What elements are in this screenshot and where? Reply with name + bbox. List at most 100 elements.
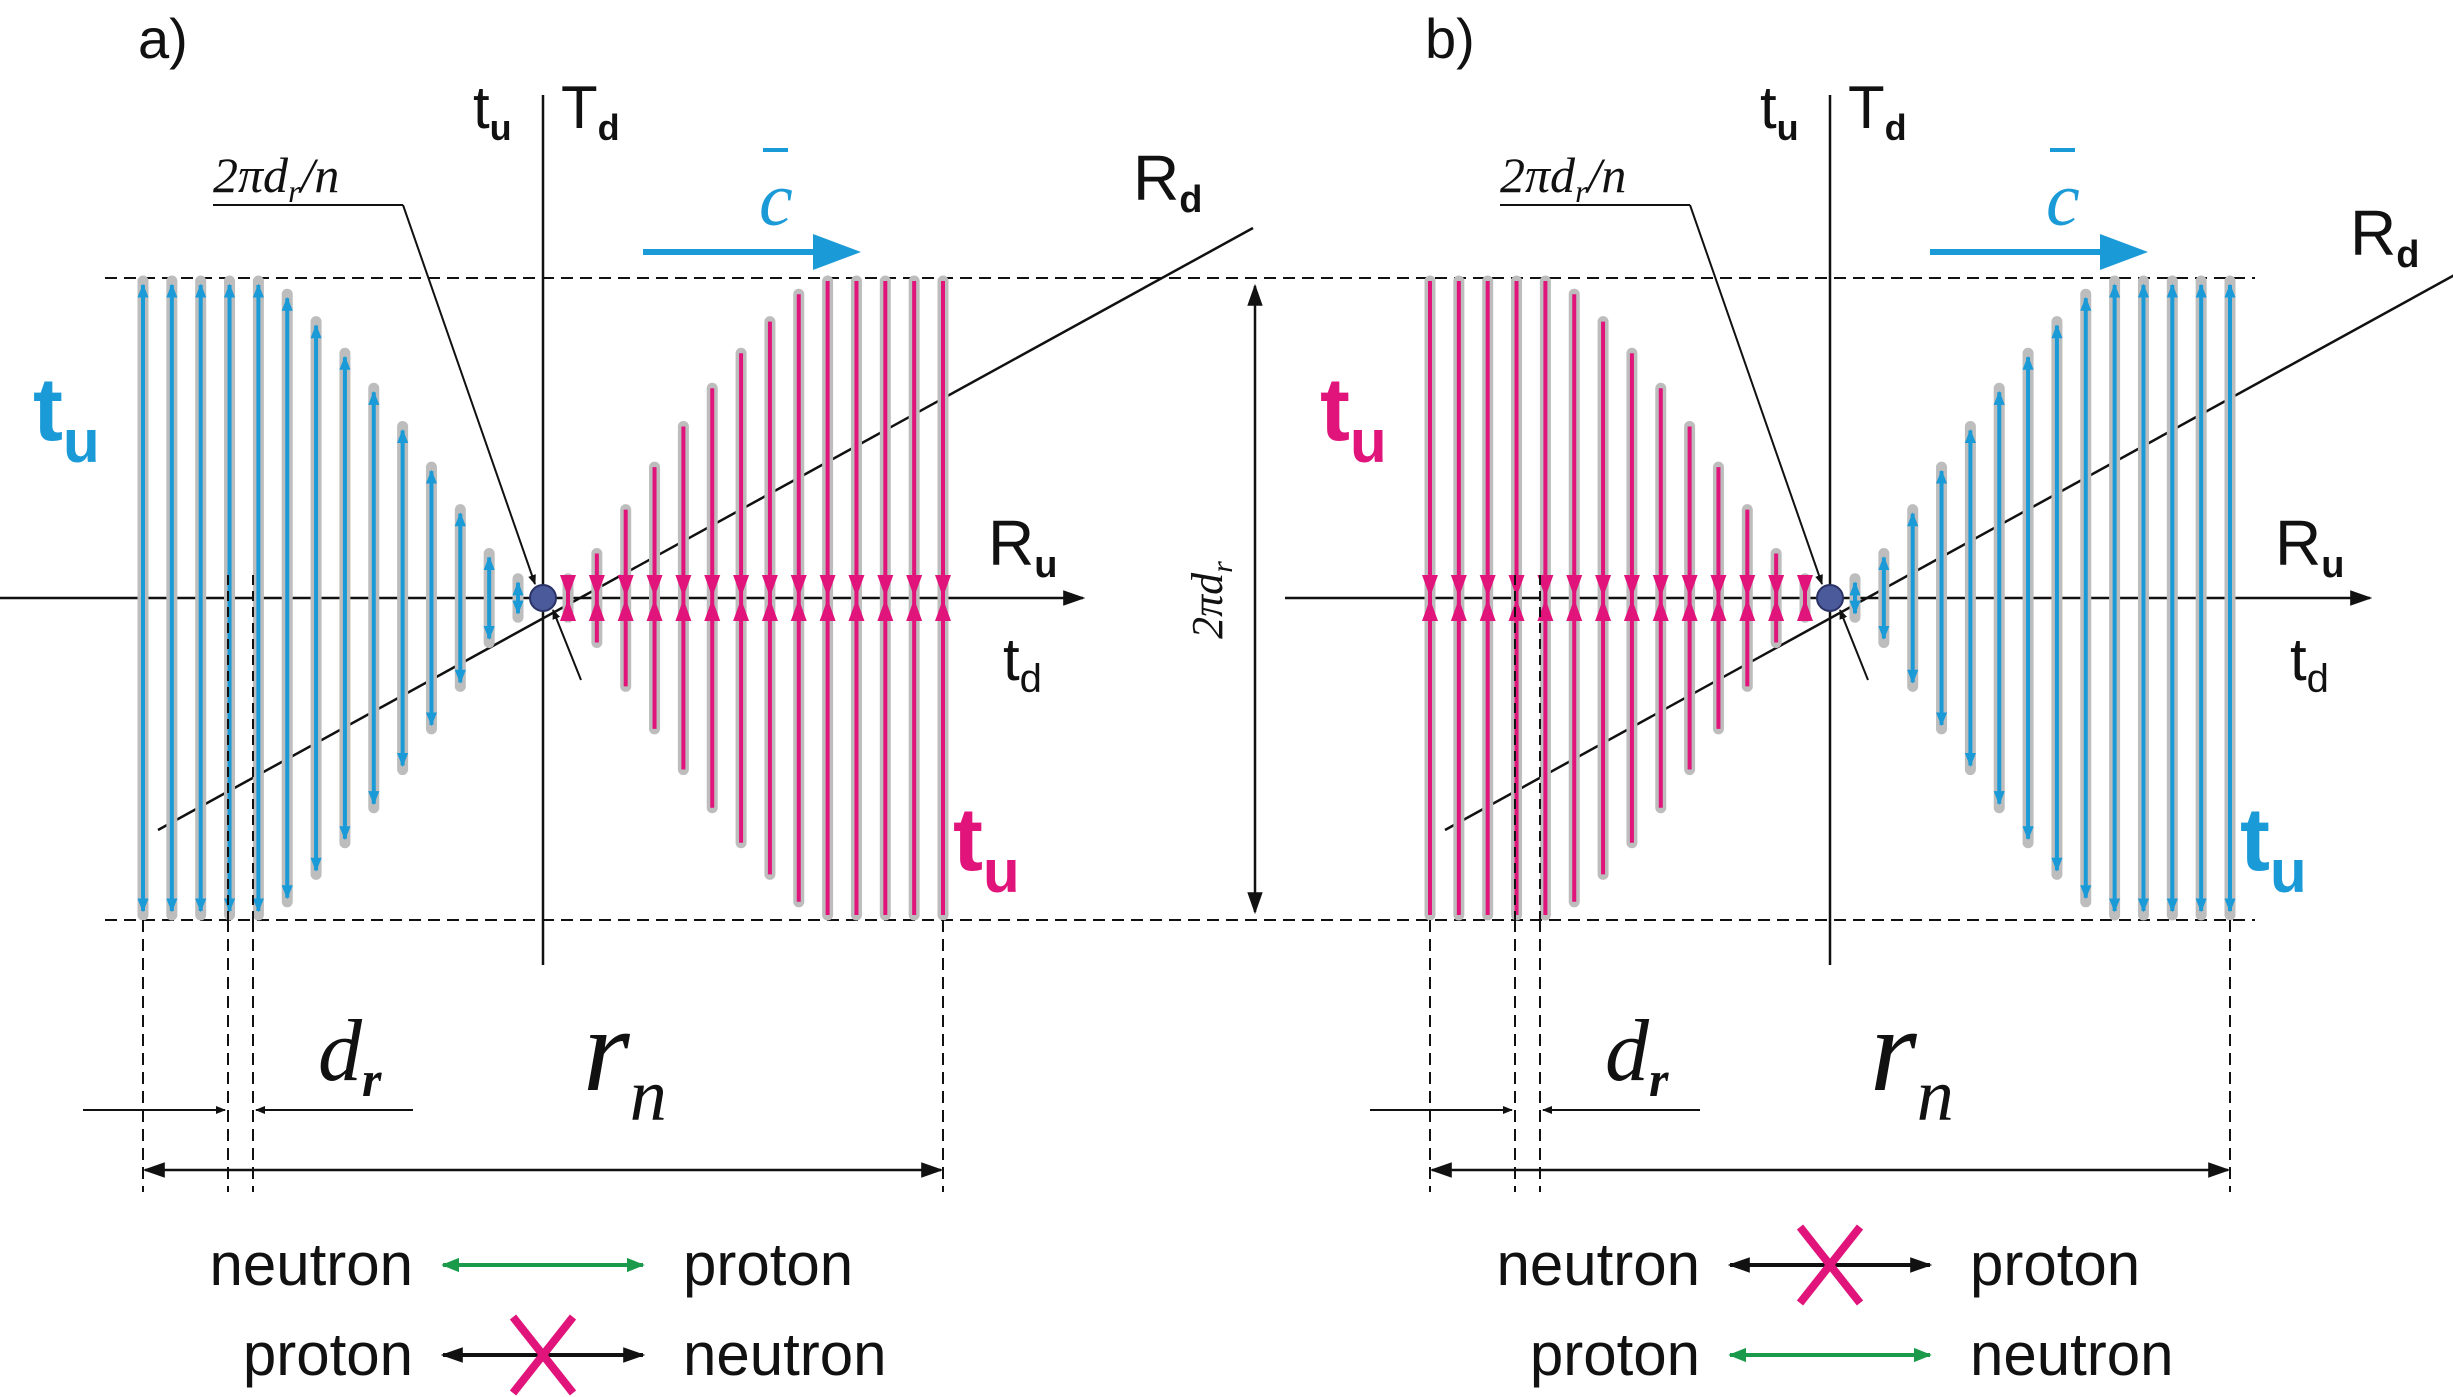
field-line-tip bbox=[588, 575, 605, 597]
field-line-tip bbox=[1422, 575, 1438, 597]
label-sub: u bbox=[490, 107, 512, 148]
diagonal-rd-line bbox=[157, 226, 1254, 832]
label-sub: u bbox=[983, 838, 1020, 905]
field-line-tip bbox=[1681, 599, 1698, 621]
legend-cross-mark bbox=[1796, 1224, 1864, 1306]
right-region-label: tu bbox=[2240, 790, 2307, 905]
panel-label: a) bbox=[138, 7, 188, 70]
legend-left-text: neutron bbox=[1497, 1231, 1701, 1298]
label-sub: n bbox=[1917, 1055, 1954, 1137]
field-line-tip bbox=[935, 575, 951, 597]
callout-label: 2πdr/n bbox=[213, 147, 339, 209]
field-line-tip bbox=[1537, 575, 1554, 597]
field-line-tip bbox=[848, 575, 865, 597]
lower-leader bbox=[552, 609, 582, 681]
velocity-arrow-head bbox=[2100, 234, 2148, 270]
field-line-tip bbox=[646, 599, 663, 621]
label-main: R bbox=[1133, 142, 1179, 214]
field-line-tip bbox=[1710, 599, 1727, 621]
left-region-label: tu bbox=[33, 360, 100, 475]
field-line-tip bbox=[617, 599, 634, 621]
field-line-tip bbox=[1739, 599, 1756, 621]
field-line-tip bbox=[1422, 599, 1438, 621]
legend-right-text: proton bbox=[1970, 1231, 2140, 1298]
origin-dot bbox=[1816, 584, 1844, 612]
axis-tu-label: tu bbox=[1760, 74, 1799, 148]
field-line-tip bbox=[790, 575, 807, 597]
label-sub: u bbox=[1034, 544, 1057, 586]
axis-ru-label: Ru bbox=[2275, 507, 2344, 586]
label-main: t bbox=[1320, 360, 1350, 460]
label-sub: d bbox=[598, 107, 620, 148]
field-line-tip bbox=[1710, 575, 1727, 597]
legend-cross-mark bbox=[509, 1314, 577, 1396]
origin-dot bbox=[529, 584, 557, 612]
field-line-tip bbox=[733, 599, 750, 621]
field-line-tip bbox=[906, 575, 923, 597]
label-sub: r bbox=[288, 173, 301, 209]
axis-tu-label: tu bbox=[473, 74, 512, 148]
field-line-tip bbox=[1652, 575, 1669, 597]
axis-td-lower-label: td bbox=[2290, 626, 2329, 701]
field-line-tip bbox=[819, 599, 836, 621]
label-sub: r bbox=[1575, 173, 1588, 209]
axis-td-lower-label: td bbox=[1003, 626, 1042, 701]
legend-right-text: neutron bbox=[1970, 1321, 2174, 1388]
field-line-tip bbox=[617, 575, 634, 597]
label-sub: d bbox=[1020, 657, 1042, 701]
legend-right-text: proton bbox=[683, 1231, 853, 1298]
label-main: 2πd bbox=[213, 147, 289, 203]
field-line-tip bbox=[1652, 599, 1669, 621]
field-line-tip bbox=[1566, 575, 1583, 597]
field-line-tip bbox=[560, 575, 576, 597]
dimension-rn-label: rn bbox=[1870, 983, 1954, 1137]
label-main: t bbox=[473, 74, 490, 141]
label-sub: d bbox=[1179, 179, 1202, 221]
field-line-tip bbox=[1479, 599, 1496, 621]
label-sub: u bbox=[2321, 544, 2344, 586]
field-line-tip bbox=[877, 575, 894, 597]
dimension-dr-label: dr bbox=[318, 1003, 382, 1107]
diagonal-rd-label: Rd bbox=[2350, 197, 2419, 276]
label-sub: n bbox=[630, 1055, 667, 1137]
axis-td-upper-label: Td bbox=[1848, 74, 1907, 148]
label-sub: r bbox=[362, 1051, 382, 1107]
field-line-tip bbox=[675, 599, 692, 621]
height-label: 2πdr bbox=[1183, 561, 1239, 639]
legend-right-text: neutron bbox=[683, 1321, 887, 1388]
legend-left-text: neutron bbox=[210, 1231, 414, 1298]
label-sub: d bbox=[1885, 107, 1907, 148]
label-main: t bbox=[2240, 790, 2270, 890]
dimension-dr-label: dr bbox=[1605, 1003, 1669, 1107]
field-line-tip bbox=[1739, 575, 1756, 597]
field-line-tip bbox=[1508, 575, 1525, 597]
field-line-tip bbox=[1623, 575, 1640, 597]
callout-leader bbox=[402, 204, 536, 585]
diagonal-rd-label: Rd bbox=[1133, 142, 1202, 221]
label-sub: d bbox=[2307, 657, 2329, 701]
field-line-tip bbox=[588, 599, 605, 621]
field-line-tip bbox=[1768, 575, 1785, 597]
label-sub: u bbox=[63, 408, 100, 475]
label-main: T bbox=[1848, 74, 1885, 141]
field-line-tip bbox=[1797, 575, 1813, 597]
label-main: d bbox=[1605, 1003, 1650, 1100]
callout-label: 2πdr/n bbox=[1500, 147, 1626, 209]
label-main: t bbox=[1760, 74, 1777, 141]
field-line-tip bbox=[646, 575, 663, 597]
field-line-tip bbox=[877, 599, 894, 621]
legend-left-text: proton bbox=[1530, 1321, 1700, 1388]
field-line-tip bbox=[761, 575, 778, 597]
field-line-tip bbox=[1797, 599, 1813, 621]
field-line-tip bbox=[733, 575, 750, 597]
label-main: R bbox=[988, 507, 1034, 579]
label-main: T bbox=[561, 74, 598, 141]
field-line-tip bbox=[704, 575, 721, 597]
velocity-label: c bbox=[2046, 158, 2080, 242]
dimension-rn-label: rn bbox=[583, 983, 667, 1137]
right-region-label: tu bbox=[953, 790, 1020, 905]
label-sub: u bbox=[1350, 408, 1387, 475]
label-main: r bbox=[583, 983, 631, 1116]
